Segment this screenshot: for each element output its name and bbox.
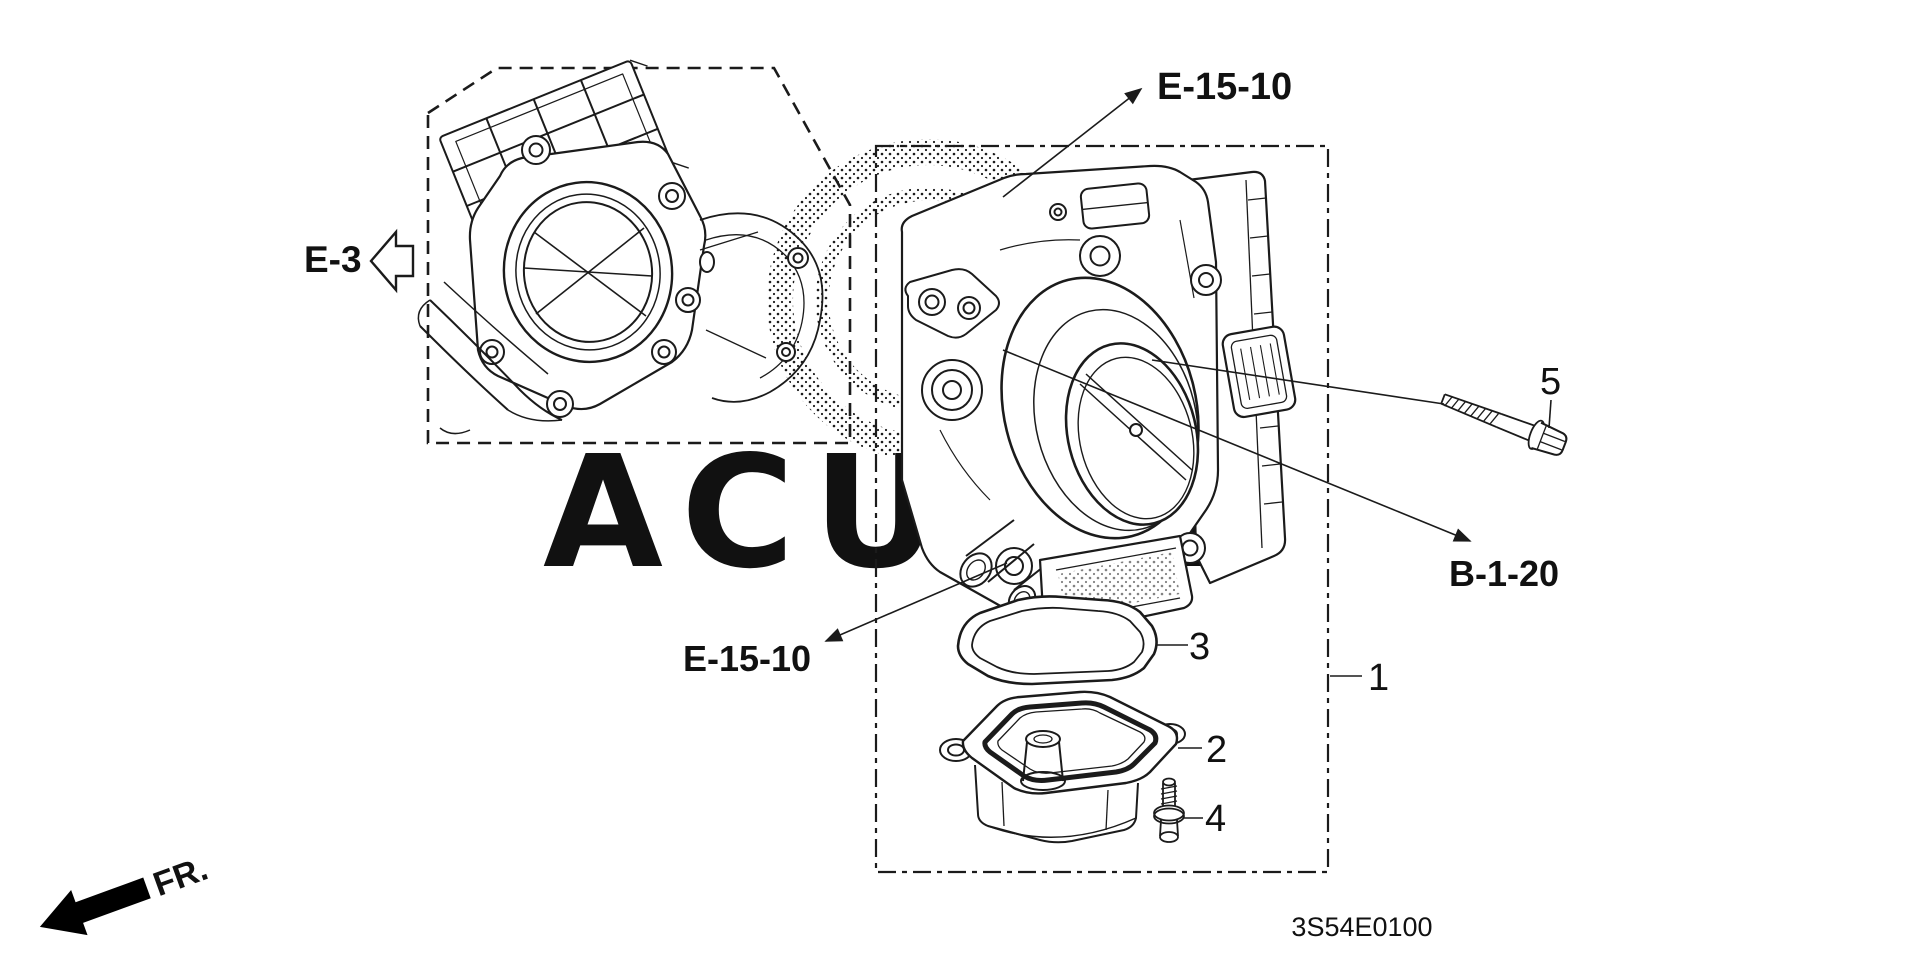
bolt-drawing xyxy=(1440,393,1568,456)
fr-arrow-icon xyxy=(39,877,151,936)
ref-label-b1-20: B-1-20 xyxy=(1449,553,1559,594)
throttle-body-group-box xyxy=(874,144,1330,874)
leader-lines xyxy=(824,87,1552,819)
ref-e3: E-3 xyxy=(304,228,415,294)
callout-4: 4 xyxy=(1205,798,1226,840)
fr-label: FR. xyxy=(148,850,212,904)
leader-bolt-5 xyxy=(1151,359,1445,405)
screw-drawing xyxy=(1153,777,1185,843)
leader-e15-10-top xyxy=(1002,87,1143,198)
callout-2: 2 xyxy=(1206,729,1227,771)
diagram-code: 3S54E0100 xyxy=(1291,912,1432,942)
ref-label-e15-10-top: E-15-10 xyxy=(1157,66,1292,108)
intake-manifold-inset-box xyxy=(426,66,852,445)
leader-e15-10-bottom xyxy=(824,562,1008,642)
fr-direction-indicator: FR. xyxy=(39,850,213,936)
throttle-body-drawing xyxy=(900,164,1297,636)
ref-label-e15-10-bottom: E-15-10 xyxy=(683,638,811,679)
intake-manifold-drawing xyxy=(417,59,824,435)
callout-5: 5 xyxy=(1540,361,1561,403)
gasket-drawing xyxy=(956,595,1158,686)
leader-b1-20 xyxy=(1002,349,1472,542)
ref-label-e3: E-3 xyxy=(304,239,362,280)
sensor-housing-drawing xyxy=(939,690,1186,844)
callout-3: 3 xyxy=(1189,626,1210,668)
callout-1: 1 xyxy=(1368,657,1389,699)
leader-callout-5 xyxy=(1548,399,1552,429)
e3-hollow-arrow-icon xyxy=(369,228,415,294)
